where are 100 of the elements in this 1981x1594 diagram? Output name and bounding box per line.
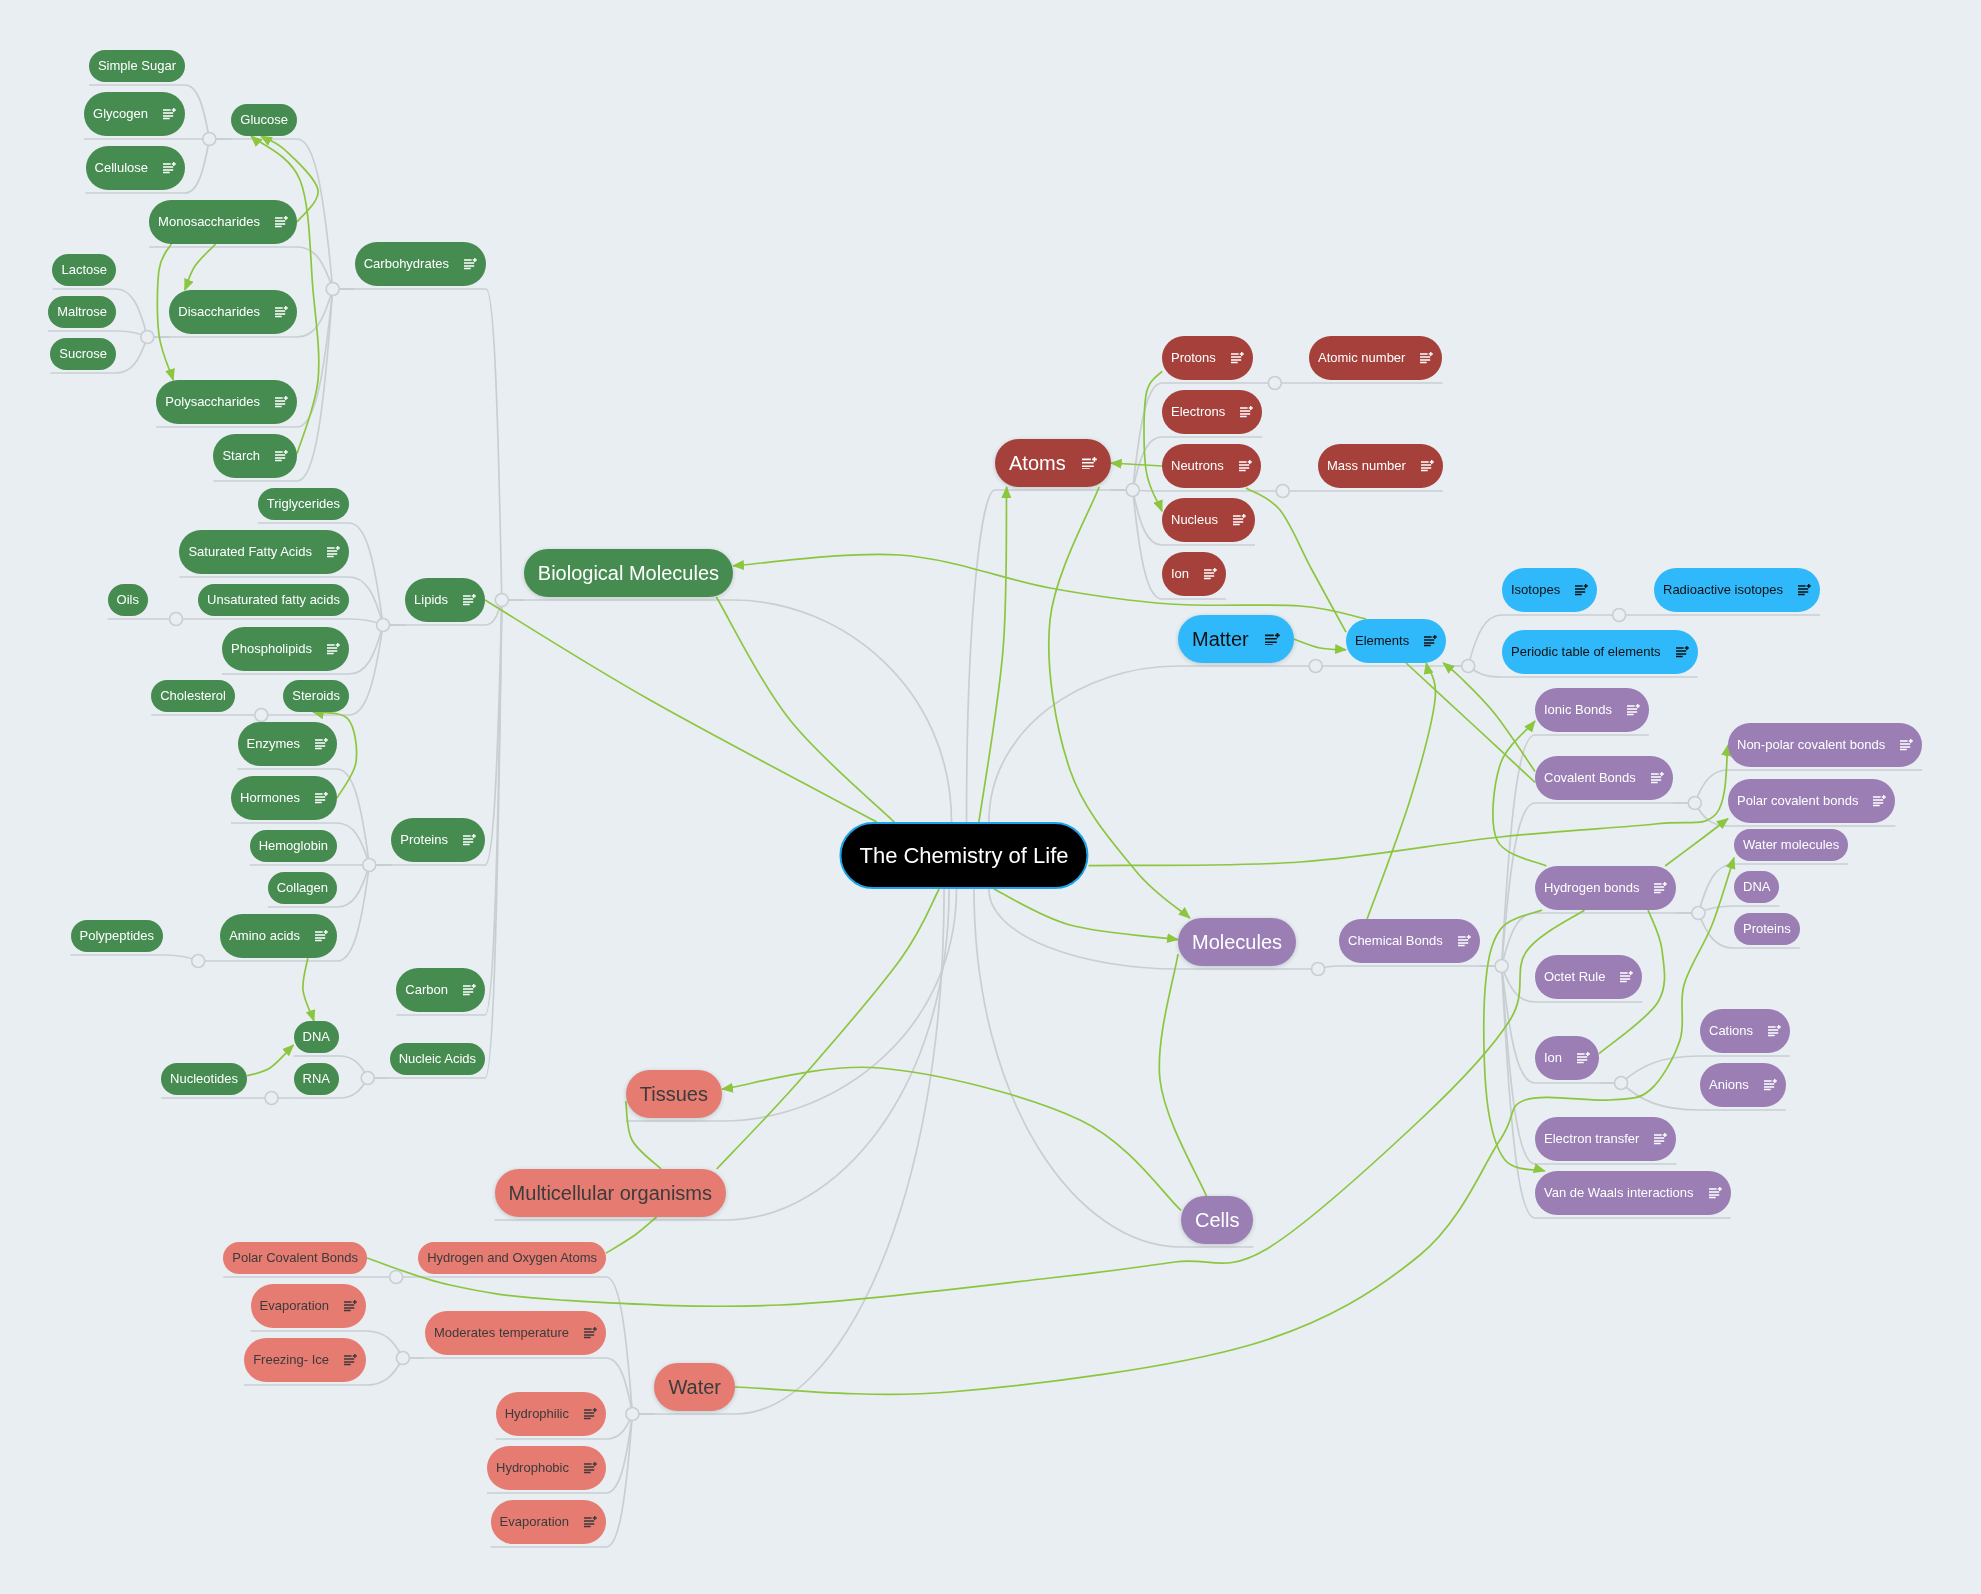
topic-text: Proteins <box>1743 921 1791 937</box>
topic-text: Atomic number <box>1318 350 1406 366</box>
subtopic <box>1535 1171 1731 1215</box>
subtopic <box>1654 568 1820 612</box>
connector-line <box>715 596 896 823</box>
topic-text: Water <box>668 1375 721 1399</box>
topic-text: Cells <box>1195 1208 1240 1232</box>
topic-text: Radioactive isotopes <box>1663 582 1783 598</box>
subtopic <box>52 254 116 286</box>
subtopic <box>418 1242 606 1274</box>
topic-text: Amino acids <box>229 928 300 944</box>
subtopic <box>1162 336 1253 380</box>
subtopic <box>1502 568 1598 612</box>
topic-text: Mass number <box>1327 458 1406 474</box>
subtopic <box>293 1021 339 1053</box>
main-topic <box>523 549 733 597</box>
subtopic <box>1535 1036 1600 1080</box>
topic-text: Polypeptides <box>79 928 154 944</box>
topic-text: Lipids <box>414 592 448 608</box>
connector-line <box>366 909 1586 1308</box>
subtopic <box>1700 1009 1791 1053</box>
branch-line <box>493 888 950 1221</box>
main-topic <box>654 1363 735 1411</box>
subtopic <box>293 1063 339 1095</box>
arrow <box>246 1044 295 1077</box>
subtopic <box>405 578 485 622</box>
subtopic <box>231 776 337 820</box>
subtopic <box>1339 919 1480 963</box>
subtopic <box>48 296 116 328</box>
arrow <box>732 553 1367 620</box>
subtopic <box>179 530 349 574</box>
arrow <box>1664 817 1729 867</box>
topic-text: Proteins <box>400 832 448 848</box>
subtopic <box>220 914 337 958</box>
topic-text: Glycogen <box>93 106 148 122</box>
connector-line <box>1598 909 1666 1055</box>
topic-text: Maltrose <box>57 304 107 320</box>
subtopic <box>1162 552 1227 596</box>
topic-text: Nucleic Acids <box>398 1051 476 1067</box>
subtopic <box>250 1284 366 1328</box>
topic-text: Multicellular organisms <box>508 1181 712 1205</box>
topic-text: Hydrogen bonds <box>1544 880 1640 896</box>
topic-text: Protons <box>1171 350 1216 366</box>
connector-line <box>715 888 940 1170</box>
subtopic <box>249 830 337 862</box>
topic-text: Saturated Fatty Acids <box>188 544 312 560</box>
topic-text: Disaccharides <box>178 304 260 320</box>
topic-text: Van de Waals interactions <box>1544 1185 1694 1201</box>
subtopic <box>70 920 163 952</box>
topic-text: Periodic table of elements <box>1511 644 1661 660</box>
topic-text: Starch <box>222 448 260 464</box>
topic-text: Atoms <box>1009 451 1066 475</box>
branch-line <box>69 954 222 962</box>
subtopic <box>84 92 185 136</box>
topic-text: DNA <box>302 1029 330 1045</box>
subtopic <box>1734 871 1780 903</box>
topic-text: Cholesterol <box>160 688 226 704</box>
branch-line <box>1671 802 1897 827</box>
arrow <box>1492 720 1548 867</box>
arrow <box>1482 909 1546 1174</box>
subtopic <box>1535 756 1673 800</box>
arrow <box>250 135 320 455</box>
subtopic <box>490 1500 606 1544</box>
subtopic <box>1734 829 1849 861</box>
subtopic <box>223 1242 367 1274</box>
arrow <box>183 243 217 291</box>
topic-text: Neutrons <box>1171 458 1224 474</box>
subtopic <box>161 1063 247 1095</box>
subtopic <box>424 1311 606 1355</box>
main-topic <box>625 1070 722 1118</box>
topic-text: Ion <box>1171 566 1190 582</box>
topic-text: Chemical Bonds <box>1348 933 1443 949</box>
subtopic <box>169 290 297 334</box>
connector-line <box>1405 662 1536 784</box>
arrow <box>721 1066 1182 1212</box>
subtopic <box>50 338 116 370</box>
topic-text: Simple Sugar <box>97 58 176 74</box>
topic-text: Hydrogen and Oxygen Atoms <box>427 1250 597 1266</box>
topic-text: RNA <box>302 1071 330 1087</box>
subtopic <box>237 722 337 766</box>
topic-text: Evaporation <box>259 1298 329 1314</box>
topic-text: DNA <box>1743 879 1771 895</box>
subtopic <box>396 968 485 1012</box>
connector-line <box>624 1100 663 1170</box>
connector-line <box>1245 487 1347 634</box>
subtopic <box>257 488 349 520</box>
subtopic <box>1535 1117 1677 1161</box>
subtopic <box>1700 1063 1786 1107</box>
subtopic <box>1346 619 1447 663</box>
arrow <box>734 856 1736 1396</box>
arrow <box>1047 486 1191 919</box>
subtopic <box>1535 688 1649 732</box>
topic-text: Steroids <box>292 688 340 704</box>
main-topic <box>1178 615 1294 663</box>
subtopic <box>1734 913 1800 945</box>
arrow <box>1143 370 1163 513</box>
subtopic <box>487 1446 606 1490</box>
connector-line <box>1158 953 1208 1197</box>
subtopic <box>1318 444 1443 488</box>
topic-text: Hemoglobin <box>258 838 328 854</box>
